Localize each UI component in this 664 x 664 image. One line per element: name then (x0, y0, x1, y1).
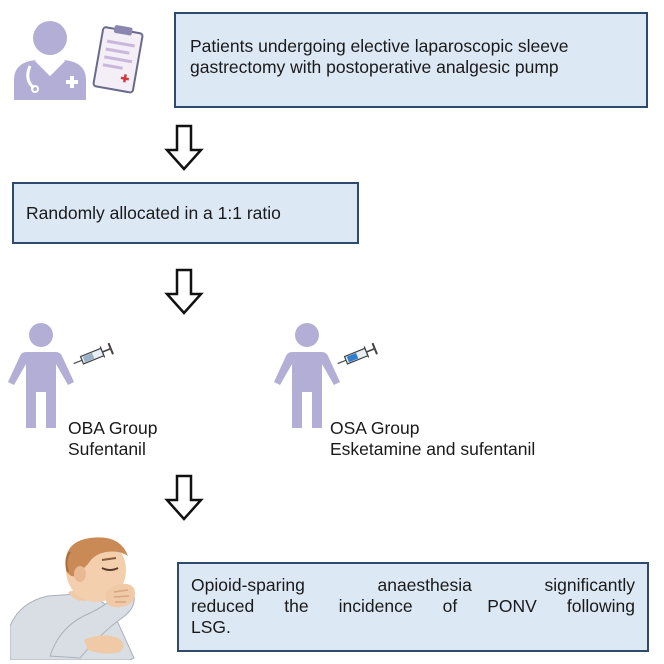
group-drug: Sufentanil (68, 439, 146, 459)
result-box: Opioid-sparing anaesthesia significantly… (177, 562, 649, 652)
patient-icon (274, 323, 340, 428)
result-text-line3: LSG. (191, 617, 231, 637)
group-label-osa: OSA Group Esketamine and sufentanil (330, 418, 535, 460)
randomization-text: Randomly allocated in a 1:1 ratio (26, 203, 281, 223)
arrow-down-icon (164, 474, 204, 521)
enrollment-text-line2: gastrectomy with postoperative analgesic… (190, 57, 559, 77)
group-label-oba: OBA Group Sufentanil (68, 418, 158, 460)
clipboard-icon (92, 25, 144, 94)
enrollment-text-line1: Patients undergoing elective laparoscopi… (190, 36, 569, 56)
syringe-icon (73, 342, 114, 365)
group-drug: Esketamine and sufentanil (330, 439, 536, 459)
enrollment-box: Patients undergoing elective laparoscopi… (174, 12, 648, 108)
group-name: OBA Group (68, 418, 158, 438)
patient-icon (8, 323, 74, 428)
group-name: OSA Group (330, 418, 420, 438)
arrow-down-icon (164, 124, 204, 171)
result-text-line2: reduced the incidence of PONV following (191, 596, 635, 616)
arrow-down-icon (164, 268, 204, 315)
randomization-box: Randomly allocated in a 1:1 ratio (12, 182, 359, 244)
result-text-line1: Opioid-sparing anaesthesia significantly (191, 575, 635, 595)
nauseous-patient-icon (10, 537, 135, 660)
doctor-icon (14, 21, 86, 100)
syringe-icon (337, 342, 378, 365)
